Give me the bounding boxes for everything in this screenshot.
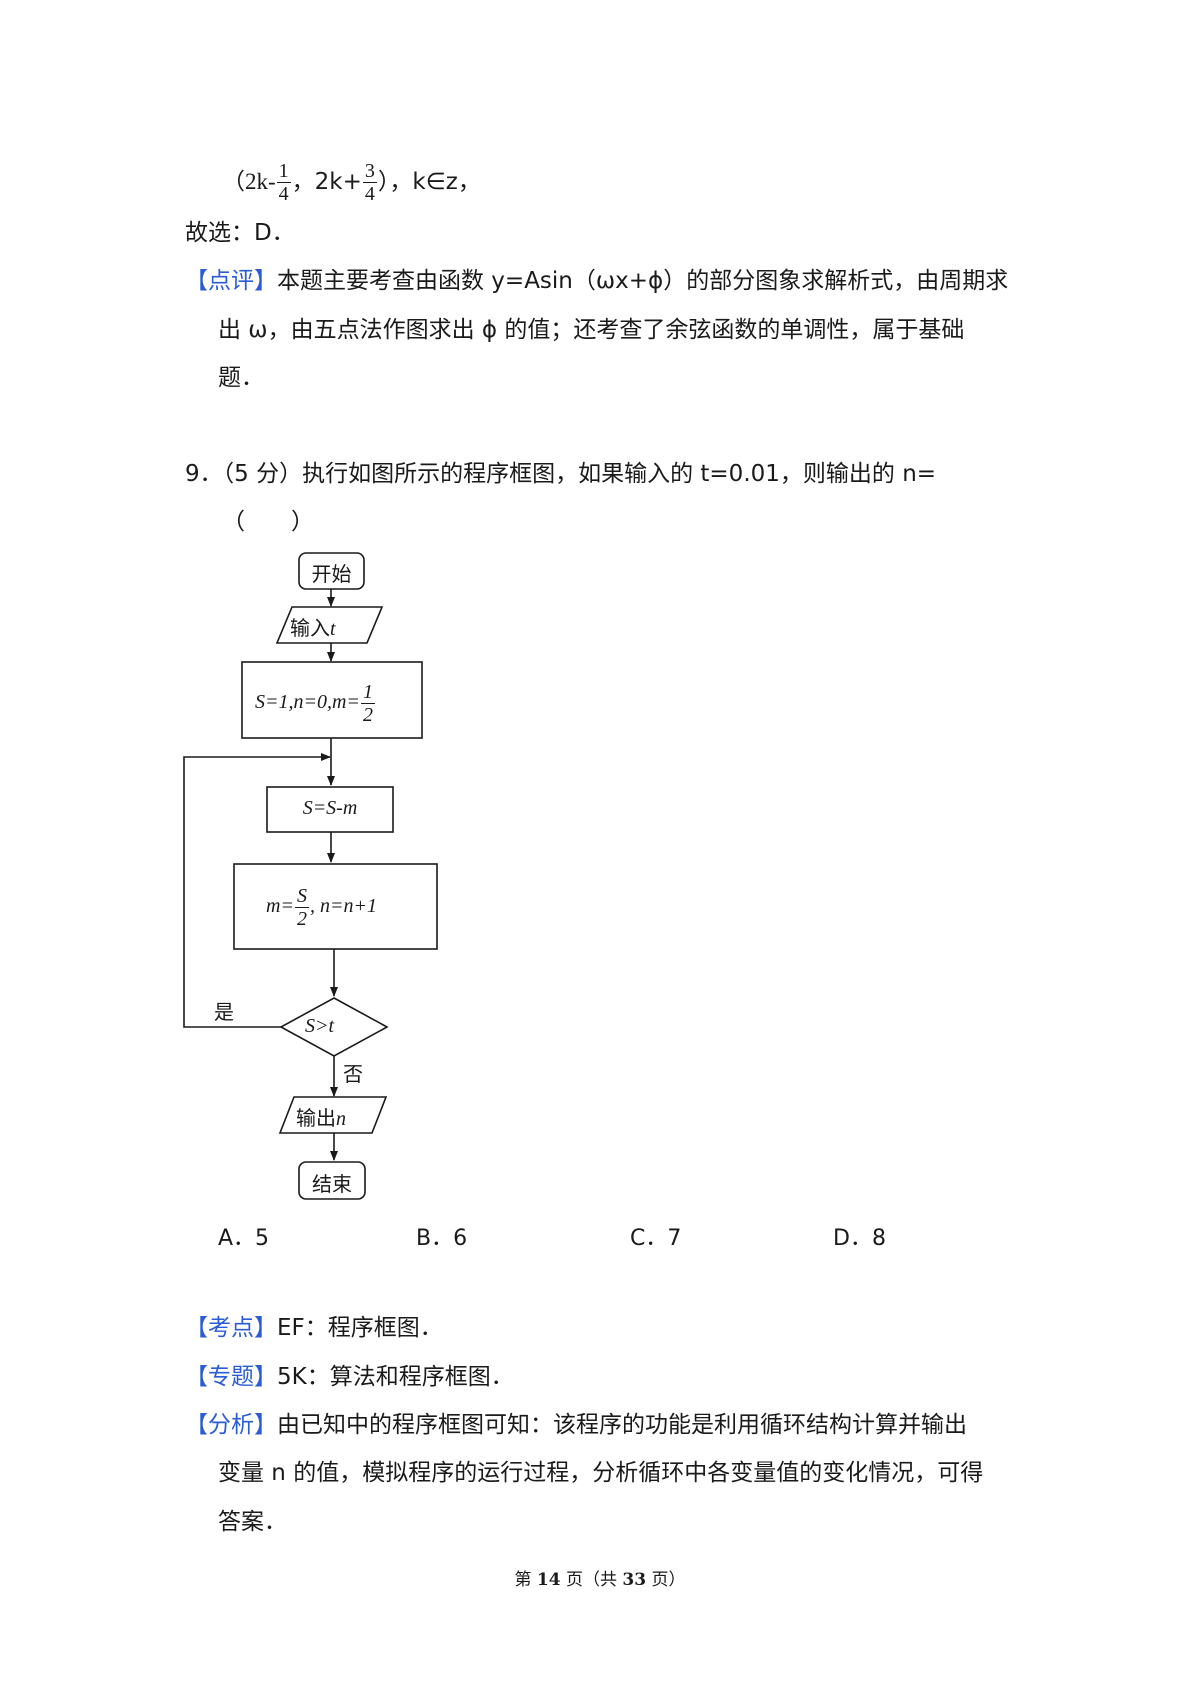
input-label: 输入t [290,616,336,640]
choice-line: 故选：D． [185,220,295,246]
review-tag: 【点评】 [185,268,277,294]
open-paren: （ [222,169,245,195]
kaodian-tag: 【考点】 [185,1315,277,1341]
answer-blank: （ ） [222,509,314,535]
no-label: 否 [343,1062,363,1086]
update-box [233,863,438,950]
question-number: 9． [185,461,223,487]
init-box [241,661,423,739]
fenxi-line-1: 【分析】由已知中的程序框图可知：该程序的功能是利用循环结构计算并输出 [185,1412,967,1438]
input-parallelogram [275,606,384,644]
yes-loop-line [183,753,331,1028]
fenxi-tag: 【分析】 [185,1412,277,1438]
page-footer: 第 14 页（共 33 页） [514,1570,686,1590]
fenxi-line-3: 答案． [218,1509,287,1535]
review-line-2: 出 ω，由五点法作图求出 ϕ 的值；还考查了余弦函数的单调性，属于基础 [218,317,965,343]
option-c: C．7 [630,1226,682,1251]
interval-start-prefix: 2k- [245,169,276,194]
option-a: A．5 [218,1226,270,1251]
end-label: 结束 [312,1172,352,1196]
start-label: 开始 [311,562,352,586]
output-parallelogram [278,1096,388,1134]
comma: ， [291,169,315,195]
output-label: 输出n [296,1106,346,1130]
question-line: 9．（5 分）执行如图所示的程序框图，如果输入的 t=0.01，则输出的 n= [185,459,936,489]
condition-label: S>t [305,1015,335,1037]
total-pages: 33 [622,1570,647,1590]
review-line-1: 【点评】本题主要考查由函数 y=Asin（ωx+ϕ）的部分图象求解析式，由周期求 [185,268,1009,294]
option-b: B．6 [416,1226,468,1251]
yes-label: 是 [214,1000,234,1024]
subtract-label: S=S-m [302,797,358,819]
option-d: D．8 [833,1226,886,1251]
current-page: 14 [536,1570,561,1590]
fenxi-line-2: 变量 n 的值，模拟程序的运行过程，分析循环中各变量值的变化情况，可得 [218,1460,984,1486]
close-paren: ），k∈z， [377,169,481,195]
end-terminal [298,1161,366,1200]
question-text: （5 分）执行如图所示的程序框图，如果输入的 t=0.01，则输出的 n= [222,461,937,487]
subtract-box [266,786,394,833]
zhuanti-tag: 【专题】 [185,1364,277,1390]
review-line-3: 题． [218,365,264,391]
kaodian-line: 【考点】EF：程序框图． [185,1315,443,1341]
zhuanti-line: 【专题】5K：算法和程序框图． [185,1364,514,1390]
interval-end-prefix: 2k+ [314,169,362,195]
